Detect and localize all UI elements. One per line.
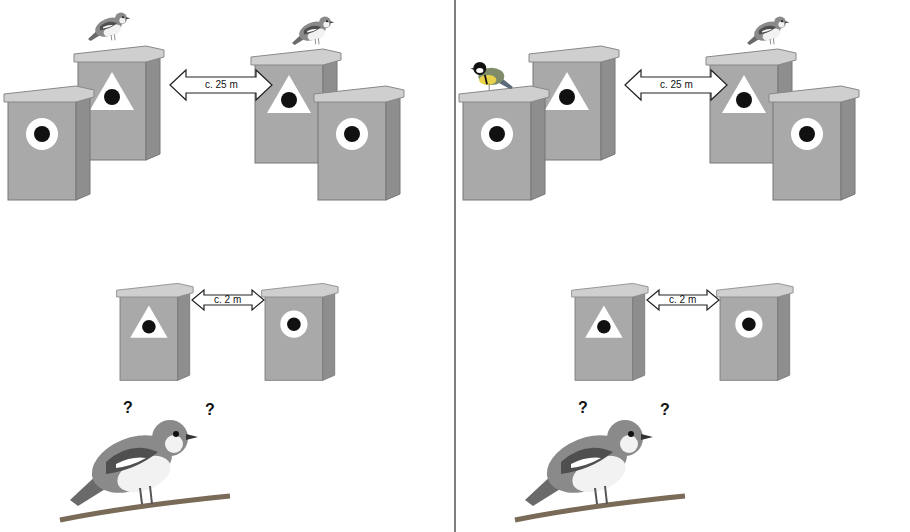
distance-label: c. 25 m	[660, 80, 693, 90]
divider	[454, 0, 456, 532]
distance-label: c. 25 m	[205, 80, 238, 90]
right-panel	[459, 17, 859, 520]
distance-label: c. 2 m	[214, 295, 241, 305]
question-mark: ?	[660, 402, 670, 418]
question-mark: ?	[578, 400, 588, 416]
question-mark: ?	[205, 402, 215, 418]
distance-label: c. 2 m	[669, 295, 696, 305]
left-panel	[4, 13, 404, 520]
question-mark: ?	[123, 400, 133, 416]
